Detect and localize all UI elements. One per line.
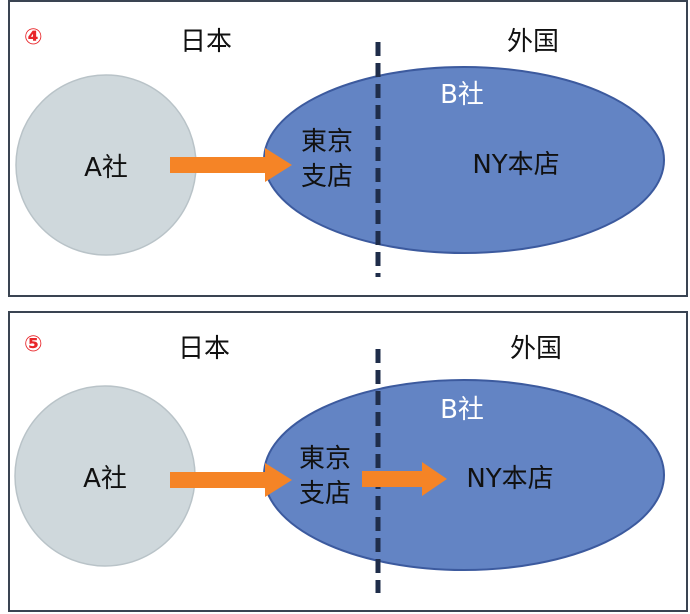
region-label-japan: 日本	[180, 27, 232, 57]
company-a-label: A社	[84, 153, 128, 183]
company-b-label: B社	[440, 80, 484, 110]
tokyo-branch-label-line2: 支店	[301, 162, 353, 192]
arrow-tokyo-branch-to-ny-hq	[362, 462, 447, 496]
panel-4-svg: ④ 日本 外国 A社 B社 東京 支店 NY本店	[15, 25, 665, 277]
region-label-japan: 日本	[178, 334, 230, 364]
arrow-a-to-tokyo-branch	[170, 148, 292, 182]
tokyo-branch-label-line1: 東京	[299, 444, 351, 474]
panel-number: ⑤	[24, 332, 43, 357]
region-label-foreign: 外国	[507, 27, 559, 57]
company-b-label: B社	[440, 395, 484, 425]
company-a-label: A社	[83, 464, 127, 494]
diagram-panel-5: ⑤ 日本 外国 A社 B社 東京 支店 NY本店	[8, 311, 688, 612]
panel-5-svg: ⑤ 日本 外国 A社 B社 東京 支店 NY本店	[14, 332, 665, 593]
region-label-foreign: 外国	[510, 334, 562, 364]
diagram-panel-4: ④ 日本 外国 A社 B社 東京 支店 NY本店	[8, 0, 688, 297]
ny-hq-label: NY本店	[472, 150, 559, 180]
panel-number: ④	[24, 25, 43, 50]
tokyo-branch-label-line2: 支店	[299, 479, 351, 509]
arrow-a-to-tokyo-branch	[170, 463, 292, 497]
ny-hq-label: NY本店	[466, 464, 553, 494]
tokyo-branch-label-line1: 東京	[301, 127, 353, 157]
